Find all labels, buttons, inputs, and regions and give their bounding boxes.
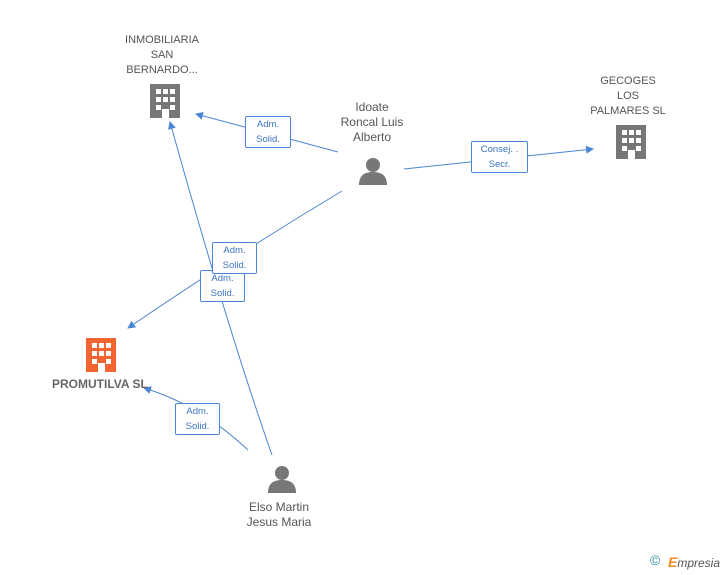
edge-label-line: Consej. . xyxy=(480,144,519,155)
person-icon[interactable] xyxy=(268,466,296,493)
node-label-line: Elso Martin xyxy=(248,500,310,514)
building-icon[interactable] xyxy=(616,125,646,159)
edge-label-line: Solid. xyxy=(210,288,235,299)
copyright-icon: © xyxy=(650,552,661,568)
brand-name: mpresia xyxy=(677,556,721,570)
edge-label: Adm. Solid. xyxy=(200,270,245,302)
edge-elso-inmobiliaria xyxy=(168,121,273,456)
node-label-line: LOS xyxy=(616,90,639,102)
edge-label-line: Adm. xyxy=(186,406,209,417)
node-label-line: Jesus Maria xyxy=(246,515,312,529)
edge-label-line: Solid. xyxy=(256,134,280,145)
edge-label-line: Secr. xyxy=(488,159,511,170)
node-label-idoate[interactable]: Idoate Roncal Luis Alberto xyxy=(322,100,422,145)
node-label-line: GECOGES xyxy=(600,75,656,87)
edge-label-line: Adm. xyxy=(223,245,246,256)
edge-label: Adm. Solid. xyxy=(212,242,257,274)
node-label-line: BERNARDO... xyxy=(126,64,198,76)
node-label-line: SAN xyxy=(150,49,174,61)
node-label-line: Roncal Luis xyxy=(340,115,404,129)
edge-label: Adm. Solid. xyxy=(175,403,220,435)
brand-logo[interactable]: Empresia xyxy=(668,554,720,570)
edge-label-line: Adm. xyxy=(211,273,234,284)
node-label-line: PALMARES SL xyxy=(590,105,666,117)
node-label-promutilva[interactable]: PROMUTILVA SL xyxy=(52,377,148,391)
edge-label-line: Solid. xyxy=(222,260,247,271)
node-label-gecoges[interactable]: GECOGES LOS PALMARES SL xyxy=(578,74,678,119)
node-label-inmobiliaria[interactable]: INMOBILIARIA SAN BERNARDO... xyxy=(112,33,212,78)
brand-initial: E xyxy=(668,554,678,570)
edge-label: Adm. Solid. xyxy=(245,116,291,148)
node-label-line: Idoate xyxy=(355,100,389,114)
edge-label-line: Adm. xyxy=(256,119,280,130)
node-label-elso[interactable]: Elso Martin Jesus Maria xyxy=(229,500,329,530)
building-icon[interactable] xyxy=(86,338,116,372)
building-icon[interactable] xyxy=(150,84,180,118)
edge-label-line: Solid. xyxy=(185,421,210,432)
edge-label: Consej. . Secr. xyxy=(471,141,528,173)
node-label-line: INMOBILIARIA xyxy=(125,34,199,46)
node-label-line: Alberto xyxy=(352,130,392,144)
person-icon[interactable] xyxy=(359,158,387,185)
